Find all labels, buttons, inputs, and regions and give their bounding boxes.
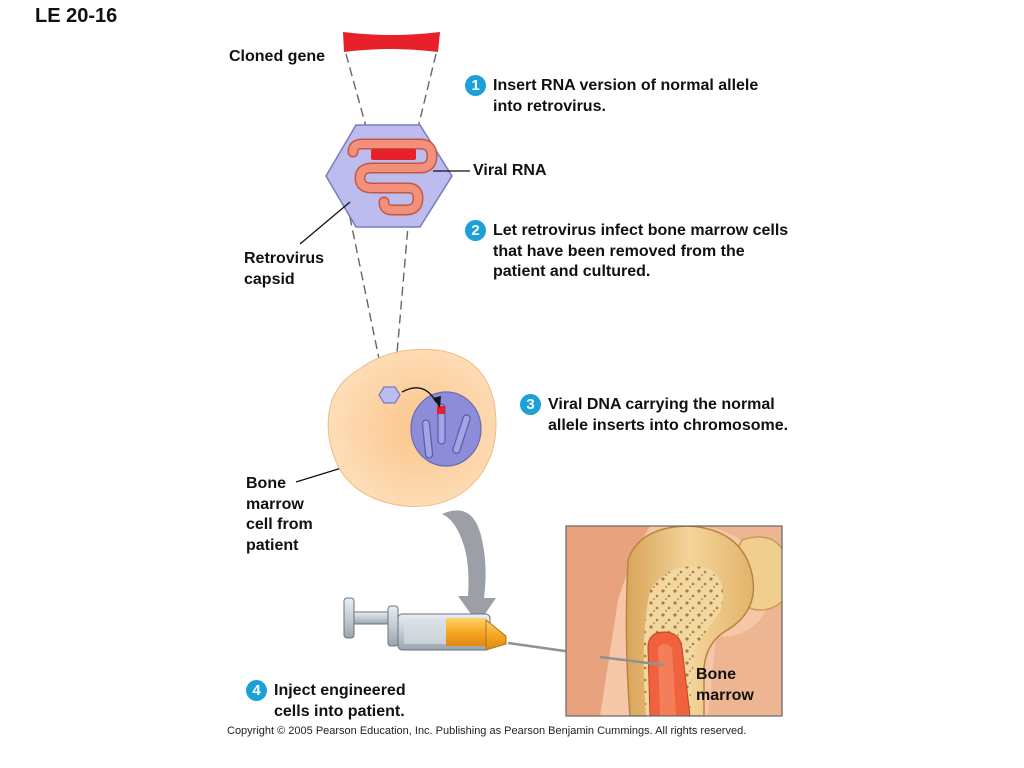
copyright-notice: Copyright © 2005 Pearson Education, Inc.… xyxy=(227,725,747,737)
step-4-badge: 4 xyxy=(246,680,267,701)
viral-rna xyxy=(347,138,438,216)
figure-id: LE 20-16 xyxy=(35,5,118,27)
syringe xyxy=(343,597,665,667)
step-3-badge: 3 xyxy=(520,394,541,415)
needle-tip xyxy=(599,655,665,667)
inserted-gene-segment xyxy=(371,149,416,160)
infection-arrowhead xyxy=(433,396,441,408)
label-bone-marrow-cell: Bone marrow cell from patient xyxy=(246,475,313,554)
step-2-badge: 2 xyxy=(465,220,486,241)
transfer-arrow xyxy=(442,510,496,624)
step-4: 4 Inject engineered cells into patient. xyxy=(246,680,406,722)
label-retrovirus-capsid: Retrovirus capsid xyxy=(244,250,325,288)
step-1-badge: 1 xyxy=(465,75,486,96)
step-2: 2 Let retrovirus infect bone marrow cell… xyxy=(465,220,789,283)
label-viral-rna: Viral RNA xyxy=(473,162,547,179)
bone-panel xyxy=(566,526,782,716)
step-4-text: Inject engineered cells into patient. xyxy=(274,682,406,720)
step-3: 3 Viral DNA carrying the normal allele i… xyxy=(520,394,789,436)
step-3-text: Viral DNA carrying the normal allele ins… xyxy=(548,396,789,434)
step-2-text: Let retrovirus infect bone marrow cells … xyxy=(493,222,789,280)
cloned-gene-band xyxy=(343,32,440,52)
small-virus xyxy=(378,386,401,404)
label-cloned-gene: Cloned gene xyxy=(229,48,326,65)
inserted-gene-in-chromosome xyxy=(437,406,445,414)
nucleus xyxy=(410,391,482,467)
bone-panel-frame xyxy=(565,525,783,717)
label-bone-marrow: Bone marrow xyxy=(696,666,754,704)
step-1-text: Insert RNA version of normal allele into… xyxy=(493,77,759,115)
step-1: 1 Insert RNA version of normal allele in… xyxy=(465,75,759,117)
